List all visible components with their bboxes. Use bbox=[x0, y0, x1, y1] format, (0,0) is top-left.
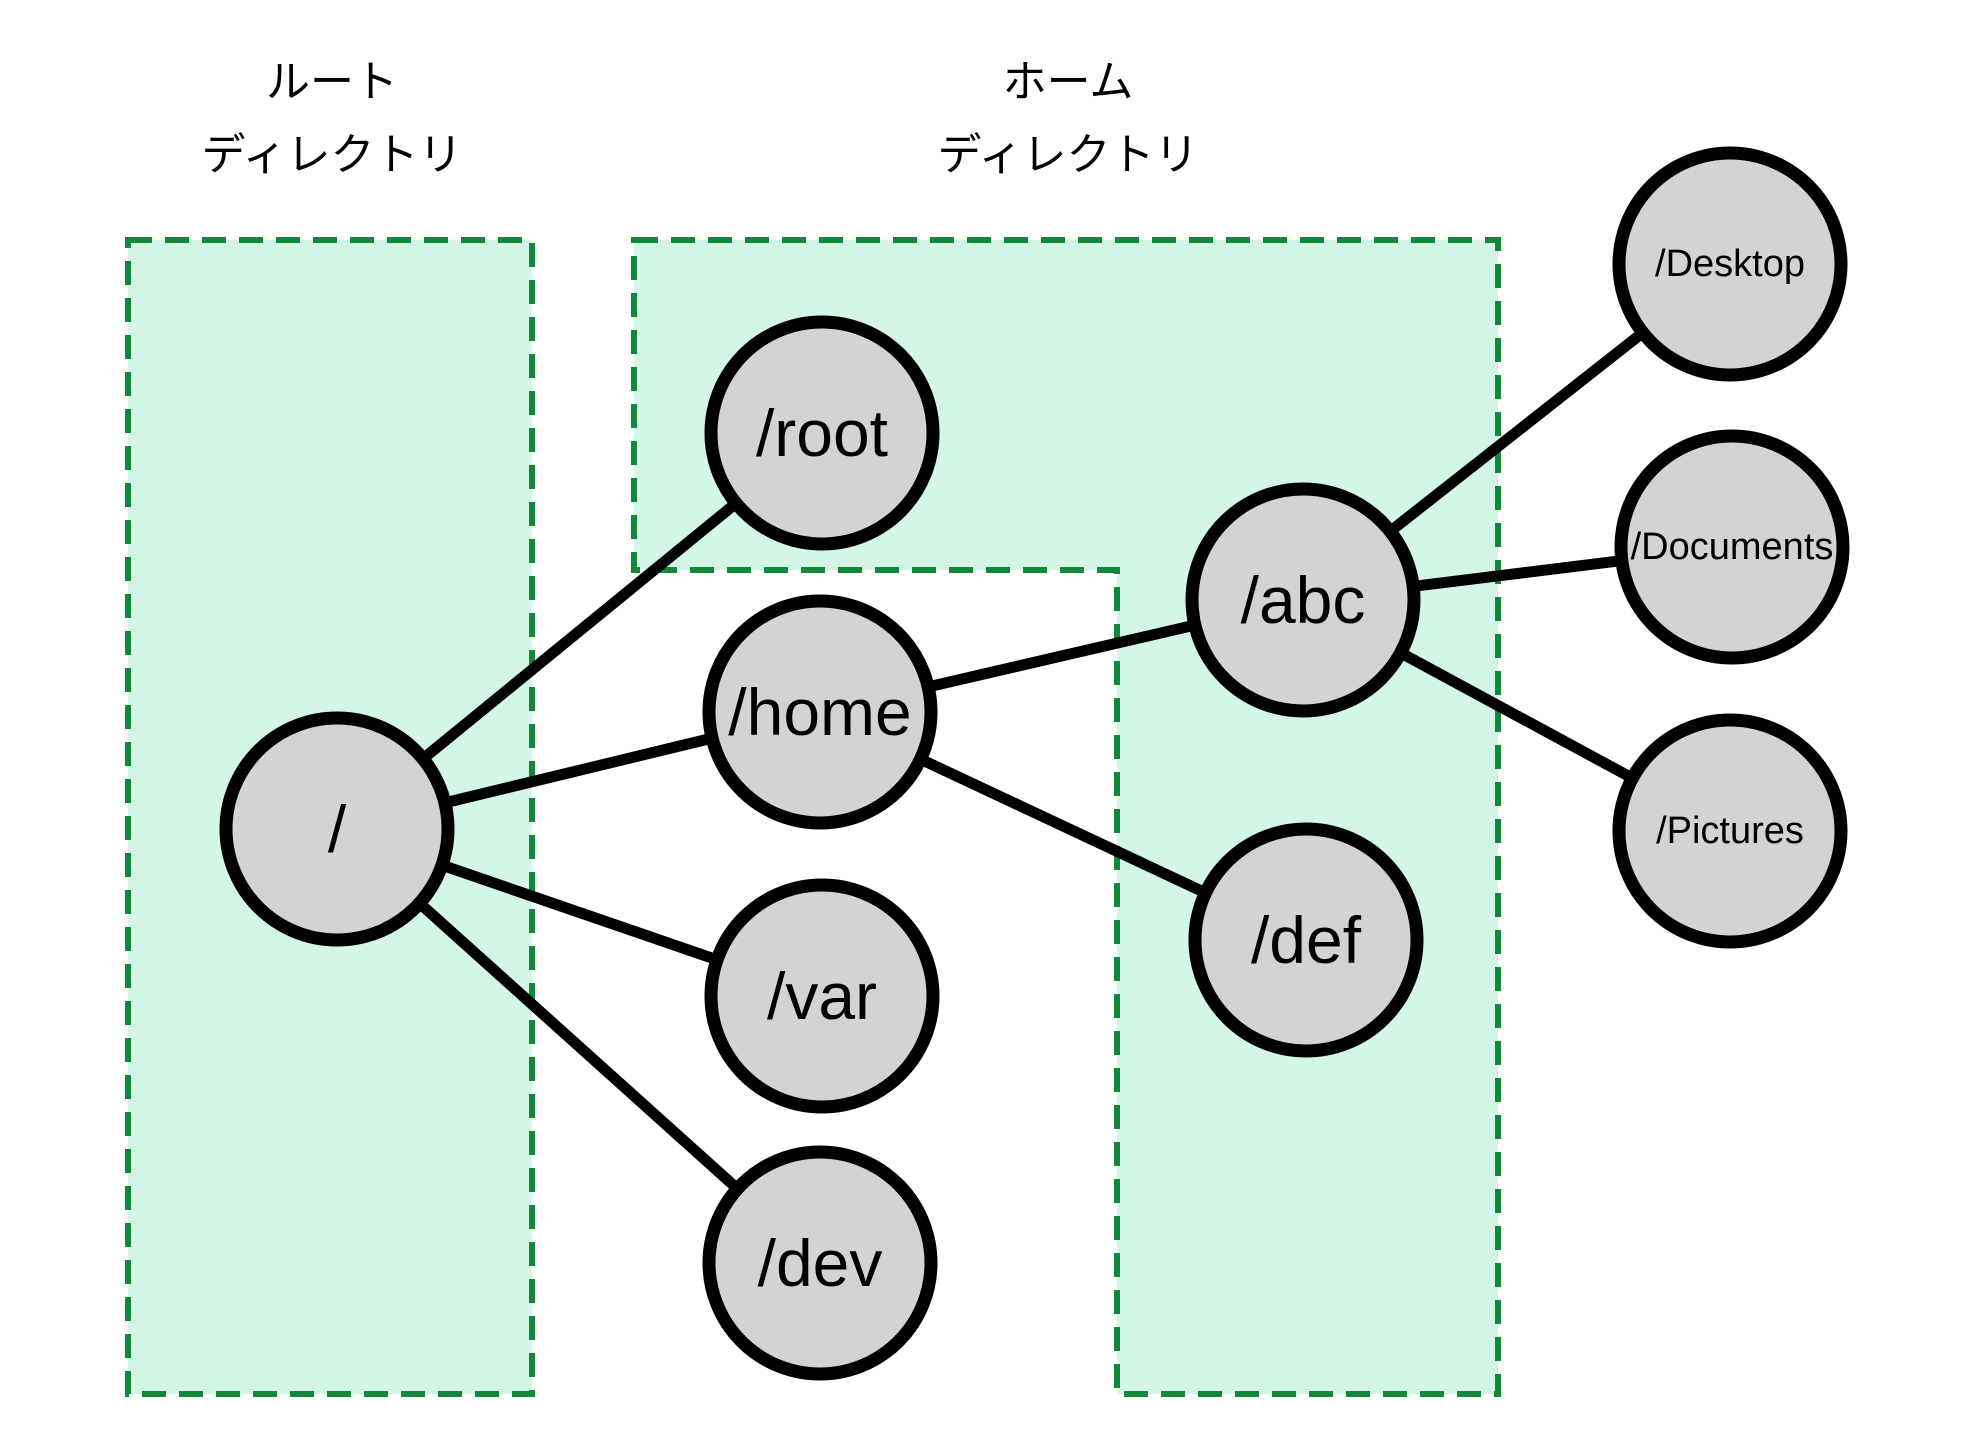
node-documents-label: /Documents bbox=[1631, 526, 1834, 568]
node-desktop-label: /Desktop bbox=[1655, 243, 1805, 285]
region-home-directory-label-line-1: ホーム bbox=[1003, 58, 1134, 107]
node-pictures-circle bbox=[1612, 713, 1848, 949]
node-dev-circle bbox=[702, 1145, 938, 1381]
node-def-circle bbox=[1188, 822, 1424, 1058]
node-documents-circle bbox=[1614, 429, 1850, 665]
region-home-directory-label-line-2: ディレクトリ bbox=[938, 131, 1199, 180]
node-root-label: /root bbox=[756, 396, 888, 470]
node-desktop-circle bbox=[1612, 146, 1848, 382]
node-var-label: /var bbox=[767, 959, 877, 1033]
node-def-label: /def bbox=[1251, 903, 1362, 977]
region-root-directory-label-line-2: ディレクトリ bbox=[202, 131, 463, 180]
node-dev-label: /dev bbox=[758, 1226, 883, 1300]
node-var-circle bbox=[704, 878, 940, 1114]
node-fs-root-label: / bbox=[328, 792, 347, 866]
node-fs-root-circle bbox=[219, 711, 455, 947]
node-pictures-label: /Pictures bbox=[1656, 810, 1804, 852]
node-abc-circle bbox=[1185, 482, 1421, 718]
region-root-directory-label-line-1: ルート bbox=[266, 58, 398, 107]
node-abc-label: /abc bbox=[1241, 563, 1366, 637]
node-root-circle bbox=[704, 315, 940, 551]
nodes-layer: / /root/home/var/dev/abc/def/Desktop/Docu… bbox=[219, 146, 1850, 1381]
node-home-circle bbox=[702, 594, 938, 830]
node-home-label: /home bbox=[728, 675, 911, 749]
